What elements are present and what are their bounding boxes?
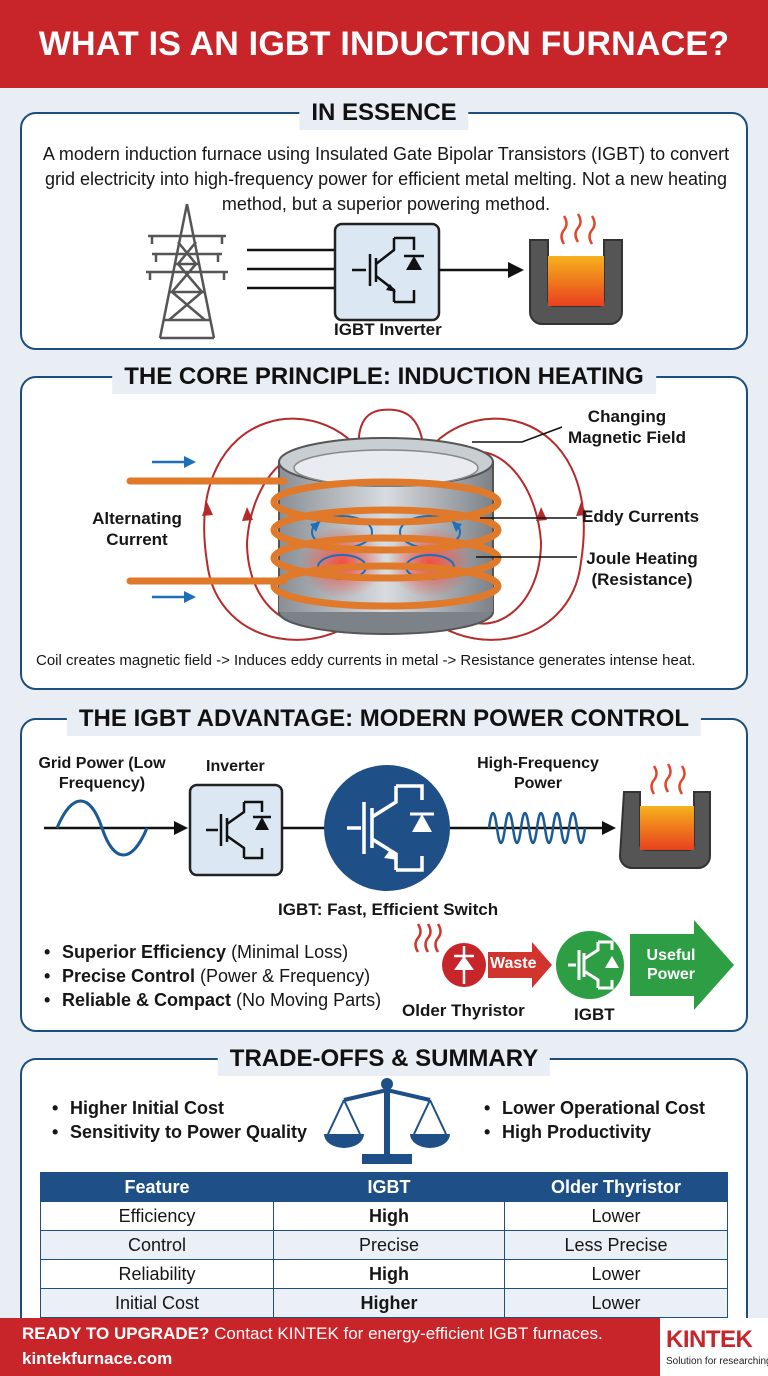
balance-scale-icon	[324, 1078, 450, 1164]
footer-banner: READY TO UPGRADE? Contact KINTEK for ene…	[0, 1318, 768, 1376]
waste-arrow	[488, 942, 552, 988]
pros-item: High Productivity	[484, 1120, 705, 1144]
logo-wordmark: KINTEK	[666, 1326, 753, 1353]
power-chain-diagram	[44, 763, 734, 1010]
table-header-cell: IGBT	[273, 1172, 505, 1202]
igbt-label: IGBT	[574, 1005, 615, 1024]
high-frequency-label: High-Frequency Power	[477, 755, 599, 792]
essence-panel: IN ESSENCE A modern induction furnace us…	[20, 96, 748, 350]
advantage-bullets: Superior Efficiency (Minimal Loss) Preci…	[44, 940, 381, 1012]
footer-cta: READY TO UPGRADE? Contact KINTEK for ene…	[22, 1324, 603, 1344]
cons-list: Higher Initial Cost Sensitivity to Power…	[52, 1096, 307, 1144]
bullet-efficiency: Superior Efficiency (Minimal Loss)	[44, 940, 381, 964]
comparison-table: Feature IGBT Older Thyristor Efficiency …	[40, 1172, 728, 1318]
low-frequency-wave	[55, 799, 149, 857]
inverter-icon	[188, 783, 284, 877]
cons-item: Sensitivity to Power Quality	[52, 1120, 307, 1144]
table-cell: Precise	[273, 1230, 505, 1260]
pros-list: Lower Operational Cost High Productivity	[484, 1096, 705, 1144]
table-cell: Lower	[504, 1288, 728, 1318]
igbt-switch-caption: IGBT: Fast, Efficient Switch	[278, 900, 499, 919]
footer-url[interactable]: kintekfurnace.com	[22, 1349, 173, 1368]
table-cell: Lower	[504, 1259, 728, 1289]
grid-power-label: Grid Power (Low Frequency)	[38, 755, 166, 792]
table-cell: Efficiency	[40, 1201, 274, 1231]
induction-diagram	[126, 408, 587, 641]
copper-coil	[126, 477, 502, 610]
inverter-label: Inverter	[206, 758, 265, 775]
principle-panel: THE CORE PRINCIPLE: INDUCTION HEATING	[20, 360, 748, 690]
tradeoffs-panel: TRADE-OFFS & SUMMARY Higher Initial Cost…	[20, 1042, 748, 1328]
table-row: Control Precise Less Precise	[40, 1230, 728, 1260]
logo-tagline: Solution for researching	[666, 1356, 768, 1367]
principle-caption: Coil creates magnetic field -> Induces e…	[36, 652, 696, 669]
transmission-tower-icon	[146, 203, 228, 340]
furnace-crucible-icon	[529, 213, 623, 325]
pros-item: Lower Operational Cost	[484, 1096, 705, 1120]
table-header-cell: Older Thyristor	[504, 1172, 728, 1202]
footer-cta-bold: READY TO UPGRADE?	[22, 1324, 210, 1343]
table-cell: Initial Cost	[40, 1288, 274, 1318]
table-cell: Reliability	[40, 1259, 274, 1289]
waste-label: Waste	[490, 955, 537, 972]
advantage-panel: THE IGBT ADVANTAGE: MODERN POWER CONTROL…	[20, 702, 748, 1032]
cons-item: Higher Initial Cost	[52, 1096, 307, 1120]
igbt-inverter-icon	[333, 222, 441, 322]
essence-description: A modern induction furnace using Insulat…	[42, 144, 730, 214]
label-changing-field: Changing Magnetic Field	[567, 407, 687, 447]
table-header-cell: Feature	[40, 1172, 274, 1202]
heat-waves-icon	[414, 923, 442, 953]
table-cell: High	[273, 1259, 505, 1289]
thyristor-icon	[442, 943, 486, 987]
high-frequency-wave	[487, 811, 587, 845]
table-cell: Control	[40, 1230, 274, 1260]
page-header: WHAT IS AN IGBT INDUCTION FURNACE?	[0, 0, 768, 88]
table-cell: Less Precise	[504, 1230, 728, 1260]
table-cell: Lower	[504, 1201, 728, 1231]
table-row: Efficiency High Lower	[40, 1201, 728, 1231]
essence-inverter-label: IGBT Inverter	[334, 320, 442, 339]
thyristor-label: Older Thyristor	[402, 1001, 525, 1020]
tradeoffs-title: TRADE-OFFS & SUMMARY	[217, 1042, 551, 1076]
essence-diagram	[146, 203, 623, 340]
label-alternating-current: Alternating Current	[92, 509, 182, 549]
table-cell: High	[273, 1201, 505, 1231]
label-eddy-currents: Eddy Currents	[582, 507, 700, 526]
useful-power-arrow	[630, 920, 734, 1010]
useful-power-label: Useful Power	[646, 947, 696, 983]
advantage-title: THE IGBT ADVANTAGE: MODERN POWER CONTROL	[66, 702, 702, 736]
principle-title: THE CORE PRINCIPLE: INDUCTION HEATING	[112, 360, 656, 394]
kintek-logo: KINTEK Solution for researching	[660, 1318, 768, 1376]
igbt-switch-icon	[324, 765, 450, 891]
bullet-control: Precise Control (Power & Frequency)	[44, 964, 381, 988]
igbt-green-icon	[556, 931, 624, 999]
furnace-crucible-icon	[618, 763, 711, 869]
label-joule-heating: Joule Heating (Resistance)	[586, 549, 698, 589]
table-cell: Higher	[273, 1288, 505, 1318]
footer-cta-text: Contact KINTEK for energy-efficient IGBT…	[209, 1324, 603, 1343]
bullet-reliable: Reliable & Compact (No Moving Parts)	[44, 988, 381, 1012]
table-header-row: Feature IGBT Older Thyristor	[40, 1172, 728, 1202]
page-title: WHAT IS AN IGBT INDUCTION FURNACE?	[38, 24, 730, 63]
table-row: Initial Cost Higher Lower	[40, 1288, 728, 1318]
essence-title: IN ESSENCE	[299, 96, 469, 130]
table-row: Reliability High Lower	[40, 1259, 728, 1289]
